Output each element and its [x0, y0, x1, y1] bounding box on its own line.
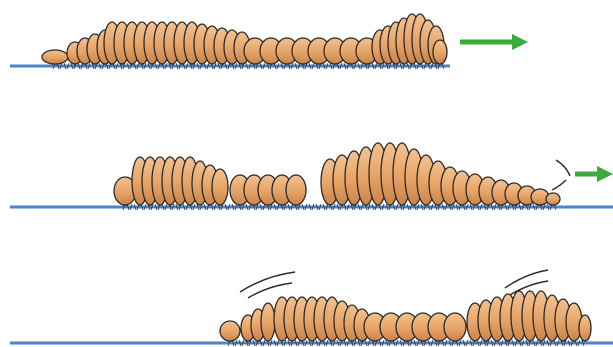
- panel-stage-3: [10, 270, 613, 346]
- right-arrow-icon: [575, 166, 613, 182]
- body-segment: [212, 169, 228, 205]
- worm-tail: [42, 50, 68, 64]
- panel-stage-1: [10, 14, 528, 69]
- worm-head: [579, 315, 591, 341]
- body-segment: [286, 175, 306, 205]
- worm-body: [220, 291, 591, 346]
- worm-head: [433, 40, 447, 64]
- worm-body: [114, 143, 560, 210]
- right-arrow-icon: [460, 34, 528, 50]
- worm-body: [42, 14, 447, 69]
- panel-stage-2: [10, 143, 613, 210]
- body-segment: [261, 303, 275, 341]
- motion-lines-icon: [240, 270, 548, 298]
- motion-lines-icon: [552, 160, 570, 190]
- worm-tail: [220, 321, 240, 341]
- worm-head: [546, 193, 560, 205]
- body-segment: [444, 313, 466, 341]
